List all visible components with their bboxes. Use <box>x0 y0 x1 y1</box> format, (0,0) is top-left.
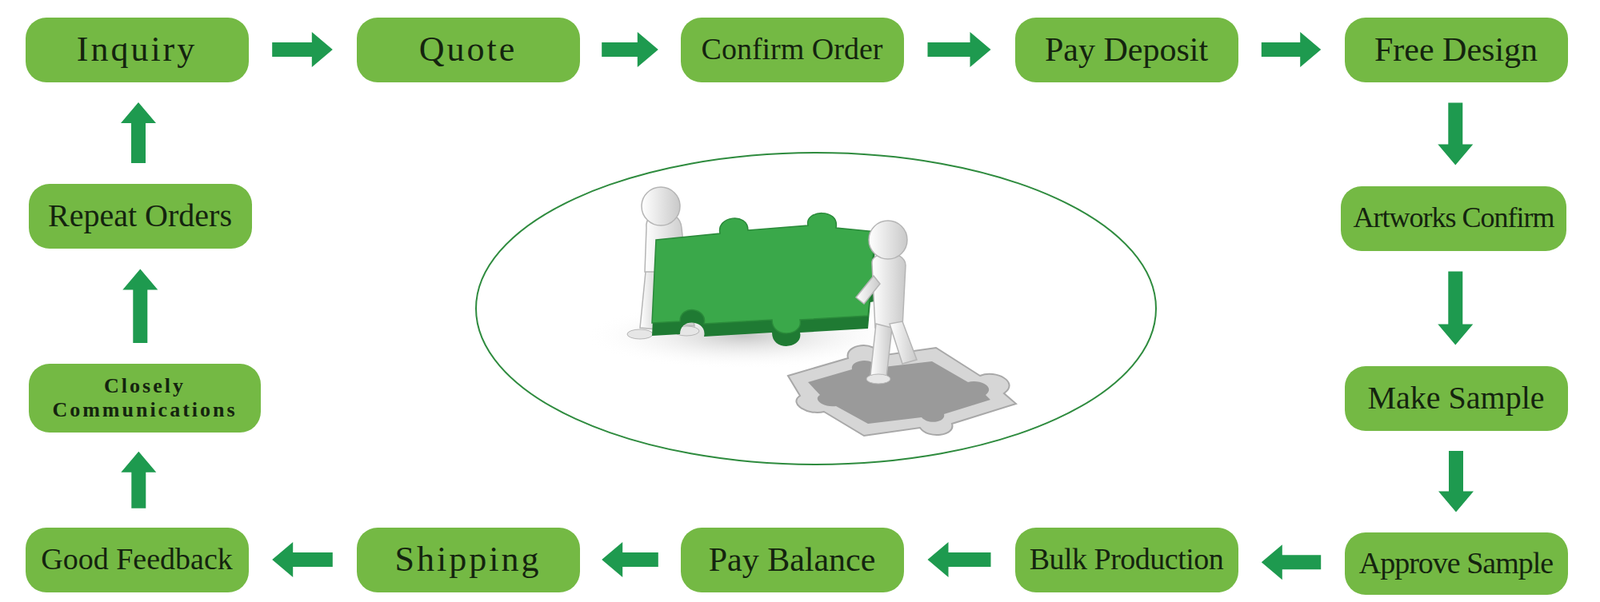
step-label: Quote <box>419 29 518 71</box>
process-box: Bulk Production <box>1015 528 1239 593</box>
step-label: Pay Deposit <box>1044 30 1208 69</box>
flow-arrow <box>1261 544 1321 580</box>
puzzle-hole-inner <box>808 360 991 424</box>
frame-ellipse <box>476 152 1156 465</box>
step-label: Repeat Orders <box>48 197 232 235</box>
process-box: Pay Deposit <box>1015 17 1239 83</box>
flow-arrow <box>120 452 156 509</box>
flow-arrow <box>272 542 333 578</box>
flow-arrow <box>601 32 659 68</box>
process-box: Pay Balance <box>680 528 904 593</box>
process-box: Approve Sample <box>1344 532 1568 596</box>
step-label: Bulk Production <box>1029 542 1224 578</box>
step-label: Inquiry <box>76 29 198 71</box>
flow-arrow <box>1437 272 1473 346</box>
flow-arrow <box>928 542 992 578</box>
process-box: Closely Communications <box>28 364 261 433</box>
step-label: Closely Communications <box>40 374 250 423</box>
process-box: Make Sample <box>1344 366 1568 432</box>
process-box: Shipping <box>356 528 580 593</box>
right-figure <box>856 220 917 384</box>
process-box: Free Design <box>1344 17 1568 83</box>
flow-arrow <box>122 269 158 344</box>
step-label: Pay Balance <box>708 540 876 580</box>
step-label: Confirm Order <box>701 32 884 68</box>
flow-arrow <box>272 32 333 68</box>
flow-arrow <box>928 32 992 68</box>
process-box: Artworks Confirm <box>1340 186 1567 252</box>
process-box: Inquiry <box>25 17 249 83</box>
flow-arrow <box>1437 103 1473 166</box>
flow-arrow <box>1438 451 1474 513</box>
puzzle-piece <box>652 213 884 347</box>
flow-arrow <box>1261 32 1321 68</box>
step-label: Approve Sample <box>1359 546 1553 582</box>
process-box: Good Feedback <box>25 528 249 593</box>
flow-arrow <box>601 542 659 578</box>
step-label: Good Feedback <box>40 542 233 578</box>
flow-arrow <box>120 102 156 164</box>
step-label: Shipping <box>395 540 542 581</box>
process-box: Confirm Order <box>680 17 904 83</box>
step-label: Artworks Confirm <box>1353 201 1555 235</box>
step-label: Make Sample <box>1367 380 1544 417</box>
step-label: Free Design <box>1374 30 1538 69</box>
process-box: Quote <box>356 17 580 83</box>
process-box: Repeat Orders <box>28 184 252 249</box>
